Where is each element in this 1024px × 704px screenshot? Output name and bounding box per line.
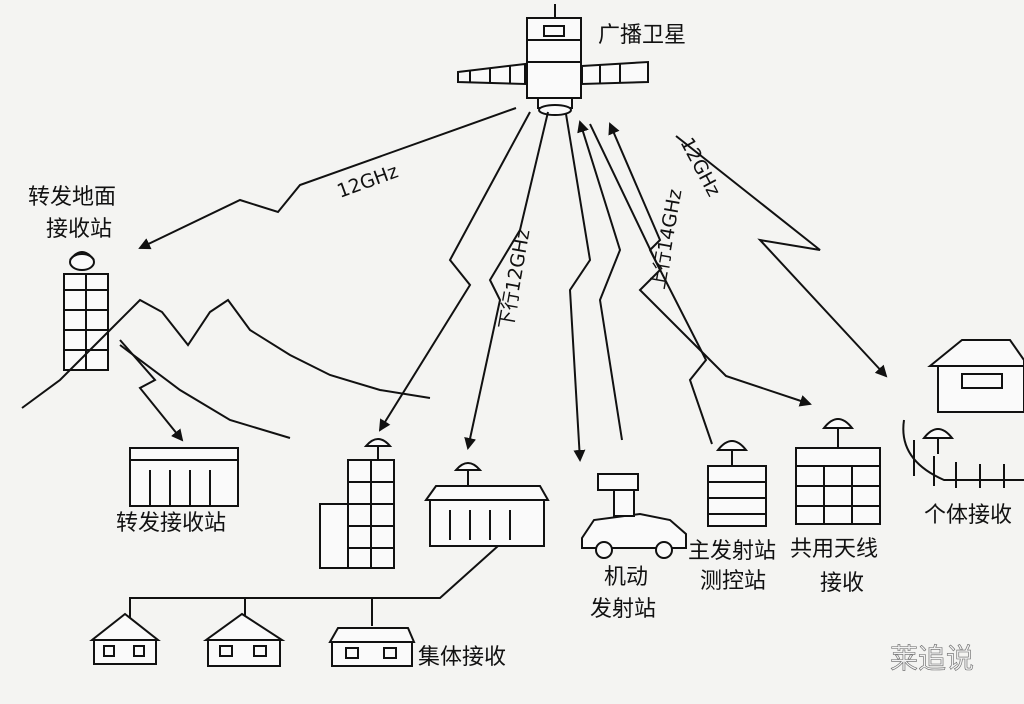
- relay-ground-station-building: [63, 253, 109, 371]
- individual-house: [902, 339, 1024, 488]
- uplink-frequency: 上行14GHz: [647, 187, 686, 290]
- shared-antenna-label-2: 接收: [820, 571, 864, 596]
- watermark: 莱追说: [890, 642, 974, 675]
- satellite-dish-icon: [821, 418, 855, 448]
- relay-receive-station-label: 转发接收站: [116, 511, 226, 536]
- mobile-station-label-2: 发射站: [590, 597, 656, 622]
- mobile-station-vehicle: [581, 473, 687, 559]
- satellite-dish-icon: [715, 440, 749, 466]
- shared-antenna-label-1: 共用天线: [790, 537, 878, 562]
- main-station-label-1: 主发射站: [688, 539, 776, 564]
- individual-link-frequency: 12GHz: [676, 134, 725, 200]
- main-transmit-station-building: [707, 465, 767, 527]
- satellite-dish-icon: [921, 428, 955, 454]
- house-icon: [328, 627, 416, 667]
- satellite-label: 广播卫星: [598, 23, 686, 48]
- collective-receive-building: [424, 485, 550, 547]
- relay-receive-station-building: [129, 447, 239, 507]
- relay-ground-station-label-1: 转发地面: [28, 185, 116, 210]
- collective-label: 集体接收: [418, 645, 506, 670]
- main-station-label-2: 测控站: [700, 569, 766, 594]
- house-icon: [89, 612, 161, 665]
- relay-link-frequency: 12GHz: [334, 160, 401, 202]
- mobile-station-label-1: 机动: [604, 565, 648, 590]
- satellite-dish-icon: [69, 251, 95, 261]
- shared-antenna-building: [795, 447, 881, 525]
- satellite-icon: [457, 4, 649, 116]
- tall-receive-building: [319, 459, 395, 569]
- satellite-dish-icon: [453, 462, 483, 486]
- relay-ground-station-label-2: 接收站: [46, 217, 112, 242]
- collective-distribution-lines: [129, 545, 499, 626]
- mountain-range: [21, 298, 431, 439]
- downlink-frequency: 下行12GHz: [495, 227, 534, 330]
- house-icon: [202, 612, 286, 667]
- relay-link-arrow: [138, 107, 517, 250]
- individual-label: 个体接收: [924, 503, 1012, 528]
- satellite-dish-icon: [363, 438, 393, 460]
